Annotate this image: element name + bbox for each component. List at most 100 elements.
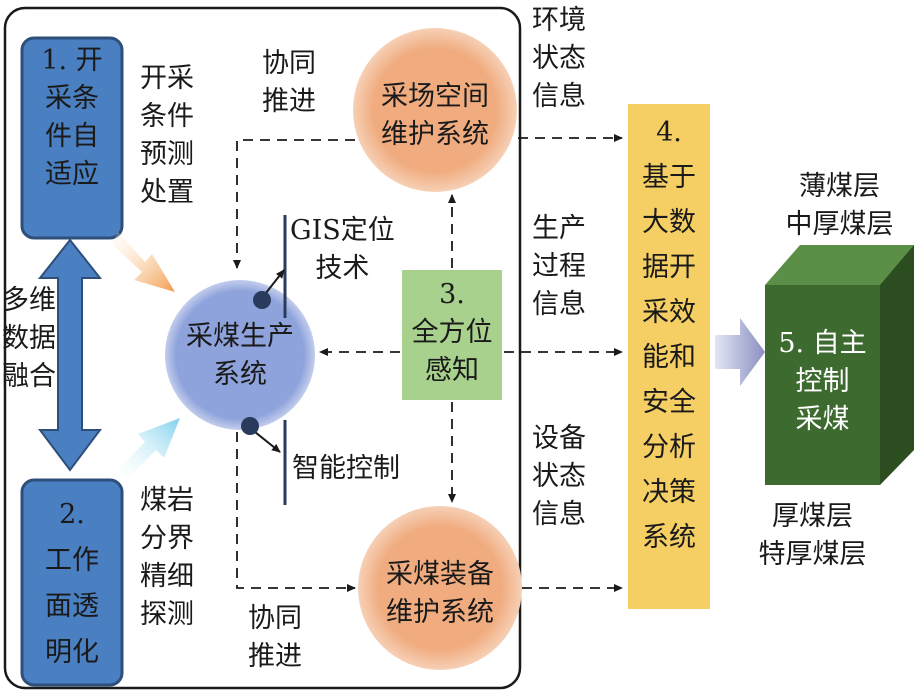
circle-space-text: 采场空间 维护系统 [360,78,510,154]
label-line: 分界 [140,523,194,554]
label-gis: GIS定位 技术 [290,212,395,288]
box-2-line: 明化 [45,637,99,668]
label-line: 环境 [532,5,586,36]
box-5-text: 5. 自主 控制 采煤 [765,325,880,439]
box-4-line: 4. [656,117,682,148]
label-line: 薄煤层 [799,171,880,202]
circle-line: 维护系统 [381,119,489,150]
circle-equipment-maintenance [358,506,522,670]
label-equipment-info: 设备 状态 信息 [532,420,586,534]
dash-bottom-loop [236,432,356,592]
label-line: 精细 [140,561,194,592]
box-1-adaptive [20,36,124,240]
box-1-line: 适应 [45,159,99,190]
arrow-to-box-5 [715,318,765,386]
label-line: 过程 [532,251,586,282]
box-1-line: 采条 [45,83,99,114]
box-5-top [765,245,914,285]
box-3-text: 3. 全方位 感知 [402,276,502,390]
outer-frame [3,6,522,690]
box-4-text: 4. 基于 大数 据开 采效 能和 安全 分析 决策 系统 [628,110,710,560]
circle-space-maintenance [353,28,517,192]
box-4-line: 大数 [642,207,696,238]
circle-line: 采煤生产 [186,321,294,352]
label-line: 多维 [2,285,56,316]
double-arrow [37,238,103,472]
box-4-line: 决策 [642,477,696,508]
cyan-arrow [118,418,180,478]
label-line: 推进 [248,641,302,672]
label-smart-control: 智能控制 [292,453,400,484]
circle-line: 采场空间 [381,81,489,112]
label-line: 协同 [262,48,316,79]
label-thick-seams: 厚煤层 特厚煤层 [745,498,880,574]
box-1-line: 1. 开 [41,45,103,76]
label-line: 信息 [532,81,586,112]
box-5-side [880,245,914,485]
box-3-line: 全方位 [411,317,493,348]
dash-top-loop [233,139,355,269]
box-4-decision [628,104,710,609]
label-line: 状态 [532,461,586,492]
box-5-line: 控制 [795,366,850,397]
label-line: 处置 [140,177,194,208]
circle-production-text: 采煤生产 系统 [165,318,315,394]
box-2-line: 面透 [45,591,99,622]
orange-arrow [112,232,175,292]
label-line: 协同 [248,603,302,634]
label-line: 特厚煤层 [758,539,867,570]
control-dot [241,417,259,435]
box-2-text: 2. 工作 面透 明化 [22,492,122,676]
label-coal-rock-detection: 煤岩 分界 精细 探测 [140,482,194,634]
box-3-line: 3. [439,279,465,310]
label-line: GIS定位 [290,215,395,246]
box-5-line: 采煤 [795,404,850,435]
box-5-front [765,285,880,485]
label-production-info: 生产 过程 信息 [532,210,586,324]
label-thin-seams: 薄煤层 中厚煤层 [772,168,907,244]
label-line: 信息 [532,289,586,320]
label-line: 数据 [2,323,56,354]
label-line: 状态 [532,43,586,74]
box-4-line: 基于 [642,162,696,193]
label-line: 煤岩 [140,485,194,516]
label-condition-prediction: 开采 条件 预测 处置 [140,60,194,212]
label-line: 融合 [2,361,56,392]
circle-line: 采煤装备 [386,559,494,590]
circle-line: 系统 [213,359,267,390]
box-1-line: 件自 [45,121,99,152]
label-data-fusion: 多维 数据 融合 [2,282,56,396]
label-line: 技术 [315,253,370,284]
box-4-line: 分析 [642,432,696,463]
box-2-line: 2. [59,499,85,530]
label-line: 中厚煤层 [785,209,894,240]
box-3-line: 感知 [425,355,479,386]
label-environment-info: 环境 状态 信息 [532,2,586,116]
label-coordination-top: 协同 推进 [262,45,316,121]
label-line: 推进 [262,86,316,117]
box-4-line: 系统 [642,522,696,553]
label-line: 信息 [532,499,586,530]
box-4-line: 据开 [642,252,696,283]
label-line: 开采 [140,63,194,94]
label-line: 厚煤层 [772,501,853,532]
box-4-line: 采效 [642,297,696,328]
label-line: 生产 [532,213,586,244]
box-4-line: 安全 [642,387,696,418]
box-5-line: 5. 自主 [778,328,867,359]
label-coordination-bottom: 协同 推进 [248,600,302,676]
box-4-line: 能和 [642,342,696,373]
box-3-perception [402,270,502,400]
circle-equipment-text: 采煤装备 维护系统 [365,556,515,632]
circle-production-system [165,280,315,430]
box-1-text: 1. 开 采条 件自 适应 [22,42,122,194]
label-line: 预测 [140,139,194,170]
label-line: 探测 [140,599,194,630]
label-line: 设备 [532,423,586,454]
box-2-line: 工作 [45,545,99,576]
gis-dot [253,291,271,309]
label-line: 条件 [140,101,194,132]
box-2-transparent [20,478,124,687]
circle-line: 维护系统 [386,597,494,628]
